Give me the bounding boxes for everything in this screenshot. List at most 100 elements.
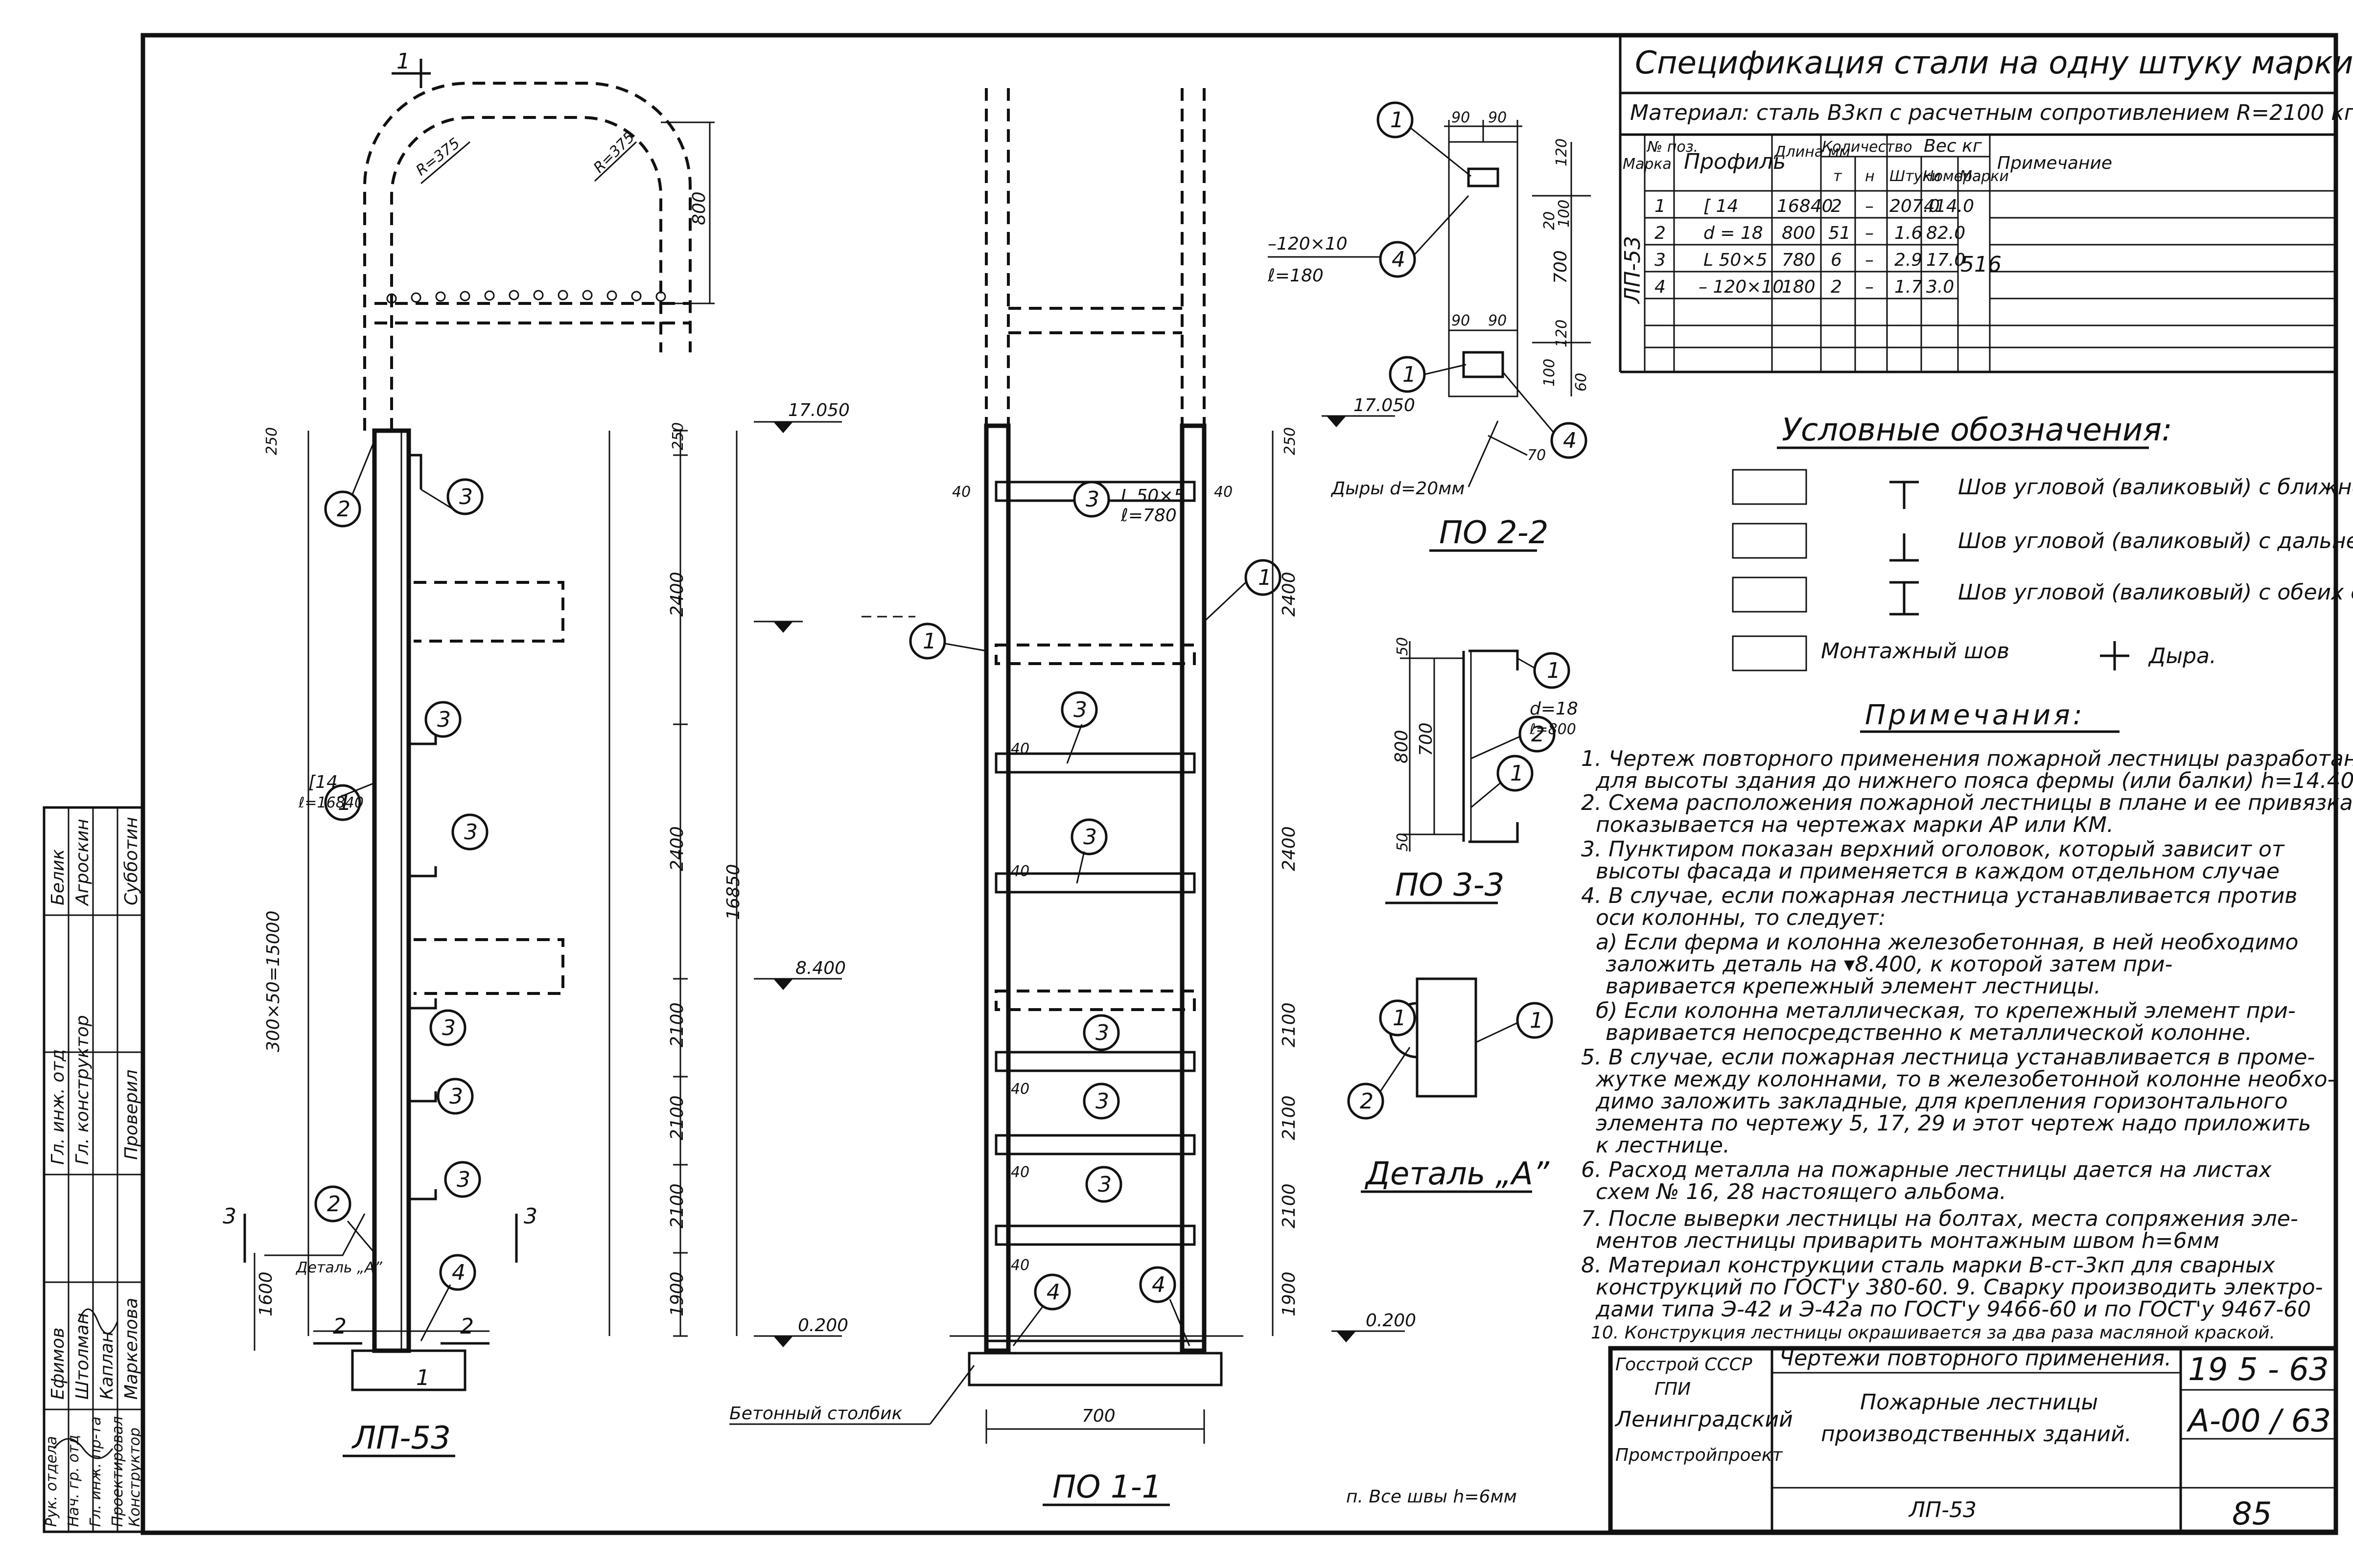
svg-text:800: 800 <box>1392 730 1412 763</box>
svg-text:50: 50 <box>1394 833 1411 852</box>
svg-text:димо заложить закладные, для к: димо заложить закладные, для крепления г… <box>1595 1089 2288 1114</box>
callout-3 <box>446 478 484 515</box>
svg-text:4. В случае, если пожарная лес: 4. В случае, если пожарная лестница уста… <box>1581 883 2297 908</box>
svg-text:3: 3 <box>437 707 451 732</box>
stamp-role-7: Проектировал <box>109 1416 126 1527</box>
dim-overall: 16850 <box>723 864 744 920</box>
tb-album: А-00 / 63 <box>2186 1403 2331 1439</box>
dim-2100: 2100 <box>667 1183 687 1228</box>
dim-2100: 2100 <box>667 1095 687 1140</box>
radius-right: R=375 <box>590 129 638 177</box>
tb-year: 19 5 - 63 <box>2188 1352 2329 1388</box>
elevation-bottom: 0.200 <box>1331 1311 1416 1342</box>
stamp-role-8: Конструктор <box>126 1428 143 1527</box>
svg-text:51: 51 <box>1828 223 1851 243</box>
svg-text:4: 4 <box>1563 428 1577 453</box>
svg-text:1: 1 <box>1390 108 1404 133</box>
elevation-top: 17.050 <box>1322 395 1415 427</box>
legend-item-far: Шов угловой (валиковый) с дальней сторон… <box>1958 529 2353 553</box>
svg-text:82.0: 82.0 <box>1926 223 1965 243</box>
callout-3 <box>429 1009 466 1046</box>
cut-mark-2: 2 <box>333 1314 347 1339</box>
spec-row: 1 [ 14 16840 2 – 207.0 414.0 <box>1654 196 1974 216</box>
svg-text:а) Если ферма и колонна железо: а) Если ферма и колонна железобетонная, … <box>1596 930 2298 955</box>
svg-text:3: 3 <box>459 484 473 509</box>
svg-text:17.050: 17.050 <box>1353 395 1415 415</box>
svg-text:3: 3 <box>1095 1020 1109 1045</box>
col-note: Примечание <box>1997 153 2112 173</box>
svg-text:6. Расход металла на пожарные: 6. Расход металла на пожарные лестницы д… <box>1581 1157 2272 1182</box>
svg-text:2100: 2100 <box>1279 1095 1299 1140</box>
concrete-base <box>351 1349 466 1391</box>
dim-2100: 2100 <box>667 1002 687 1047</box>
detail-label: Деталь „А” <box>295 1259 382 1276</box>
svg-text:2400: 2400 <box>1279 572 1299 617</box>
svg-text:2: 2 <box>1831 196 1842 216</box>
spec-material: Материал: сталь В3кп с расчетным сопроти… <box>1630 100 2353 125</box>
svg-text:40: 40 <box>1011 1257 1029 1274</box>
svg-text:3: 3 <box>1073 697 1087 722</box>
svg-text:варивается крепежный элемент л: варивается крепежный элемент лестницы. <box>1606 974 2101 999</box>
svg-text:1: 1 <box>923 629 936 654</box>
stamp-role-4: Рук. отдела <box>43 1436 60 1527</box>
stamp-name-1: Белик <box>48 849 68 905</box>
elevation-mid: 8.400 <box>754 621 846 990</box>
svg-text:2: 2 <box>1360 1089 1374 1114</box>
svg-text:3: 3 <box>1083 825 1097 850</box>
legend-hole: Дыра. <box>2148 644 2216 669</box>
svg-text:1: 1 <box>1530 1008 1543 1033</box>
pos-mark-1: 1 <box>396 49 410 74</box>
svg-text:2400: 2400 <box>1279 826 1299 871</box>
section-mark-3: 3 <box>223 1204 236 1229</box>
spec-title: Спецификация стали на одну штуку марки <box>1635 45 2353 81</box>
angle-length: ℓ=780 <box>1120 506 1177 526</box>
svg-text:б) Если колонна металлическая,: б) Если колонна металлическая, то крепеж… <box>1596 998 2296 1023</box>
rod-length: ℓ=800 <box>1529 721 1576 738</box>
svg-text:1: 1 <box>1258 565 1272 590</box>
svg-text:4: 4 <box>452 1260 466 1285</box>
svg-text:250: 250 <box>1281 427 1299 455</box>
svg-text:2. Схема расположения пожарной: 2. Схема расположения пожарной лестницы … <box>1581 790 2353 815</box>
svg-text:180: 180 <box>1782 277 1816 297</box>
svg-text:4: 4 <box>1047 1280 1060 1305</box>
col-w-mark: Марки <box>1959 168 2009 185</box>
svg-text:7. После выверки лестницы на б: 7. После выверки лестницы на болтах, мес… <box>1581 1206 2298 1231</box>
svg-text:1: 1 <box>1393 1006 1406 1031</box>
spec-row: 2 d = 18 800 51 – 1.6 82.0 <box>1654 223 1965 243</box>
svg-text:60: 60 <box>1573 373 1590 392</box>
legend-item-near: Шов угловой (валиковый) с ближней сторон… <box>1958 475 2353 500</box>
stamp-role-3: Проверил <box>121 1069 141 1160</box>
svg-text:3: 3 <box>1654 250 1666 270</box>
svg-text:700: 700 <box>1416 722 1436 756</box>
svg-text:1: 1 <box>1510 761 1524 786</box>
svg-text:d = 18: d = 18 <box>1703 223 1763 243</box>
svg-text:2: 2 <box>1531 722 1545 747</box>
dim-2400: 2400 <box>667 826 687 871</box>
sheet-frame <box>140 33 2338 1535</box>
stamp-name-7: Маркелова <box>121 1298 141 1400</box>
view-detail-a: 1 1 2 Деталь „А” <box>1347 977 1553 1193</box>
stamp-role-1: Гл. инж. отд <box>48 1049 68 1165</box>
callout-4 <box>439 1254 476 1291</box>
elevation-bottom: 0.200 <box>754 1315 848 1347</box>
svg-text:L 50×5: L 50×5 <box>1703 250 1767 270</box>
svg-text:дами типа Э-42 и Э-42а по ГОСТ: дами типа Э-42 и Э-42а по ГОСТ'у 9466-60… <box>1595 1297 2311 1322</box>
svg-text:6: 6 <box>1831 250 1842 270</box>
rung-dots <box>386 290 666 304</box>
legend: Условные обозначения: Шов угловой (валик… <box>1732 412 2353 671</box>
col-mark: Марка <box>1623 156 1672 173</box>
svg-text:8.400: 8.400 <box>795 958 846 978</box>
svg-text:40: 40 <box>1011 863 1029 880</box>
svg-text:элемента по чертежу 5, 17, 29: элемента по чертежу 5, 17, 29 и этот чер… <box>1596 1111 2311 1136</box>
view-title-po33: ПО 3-3 <box>1395 867 1504 903</box>
svg-text:показывается на чертежах марки: показывается на чертежах марки АР или КМ… <box>1596 812 2114 837</box>
pos-mark-1: 1 <box>416 1365 430 1390</box>
svg-text:120: 120 <box>1553 138 1570 166</box>
svg-text:10. Конструкция лестницы окраш: 10. Конструкция лестницы окрашивается за… <box>1591 1323 2275 1343</box>
callout-2 <box>314 1185 351 1222</box>
elevation-top: 17.050 <box>754 400 850 433</box>
col-w-piece: Штуки <box>1889 168 1941 185</box>
spec-row: 4 – 120×10 180 2 – 1.7 3.0 <box>1654 277 1954 297</box>
svg-text:90: 90 <box>1488 312 1507 329</box>
